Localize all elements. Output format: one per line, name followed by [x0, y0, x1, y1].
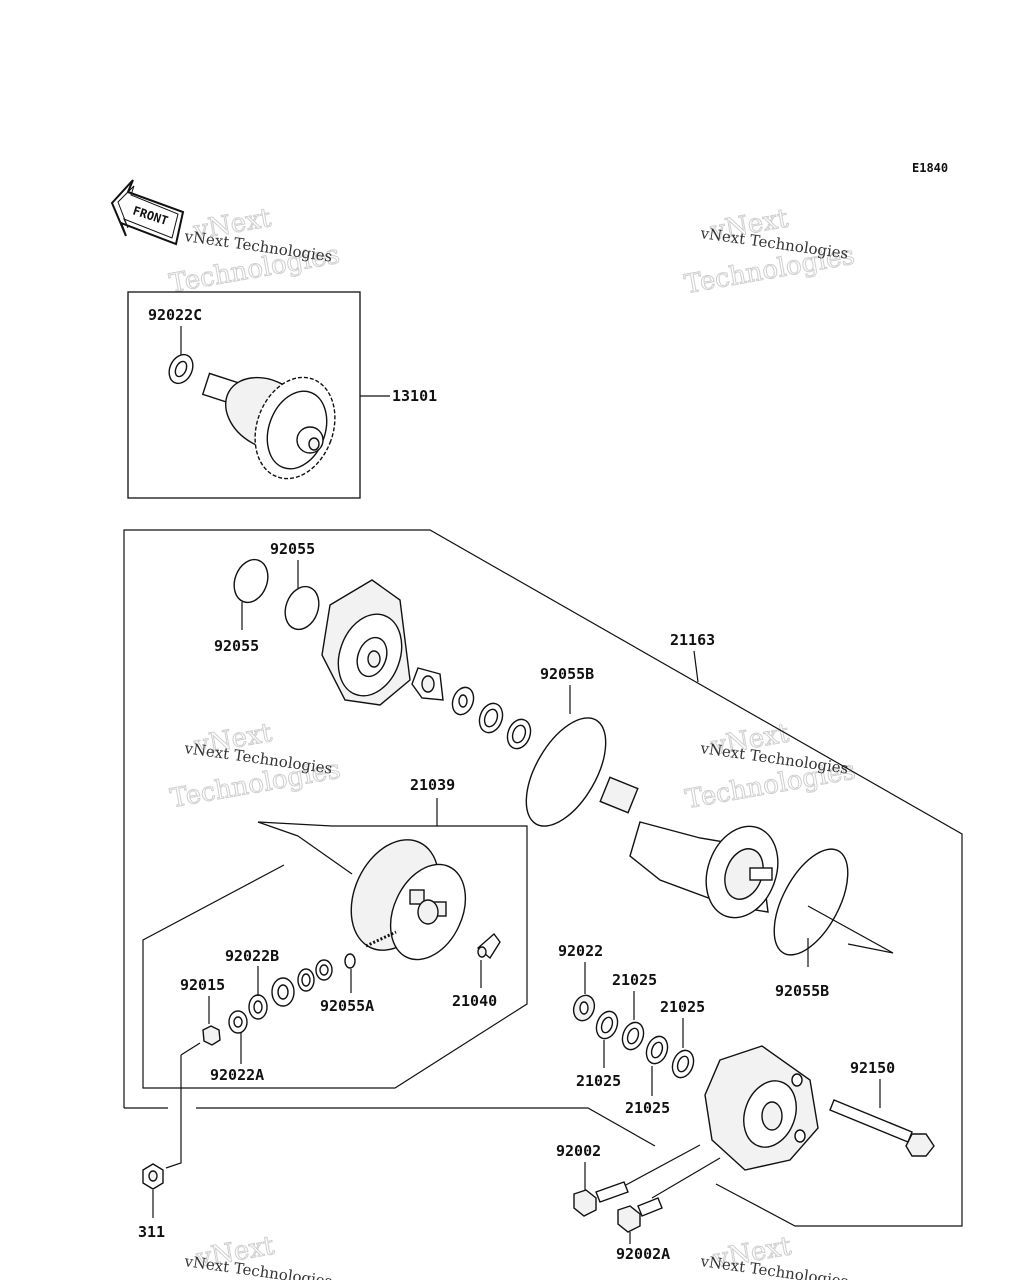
o-ring-92055-b [284, 585, 320, 631]
part-label-92002: 92002 [556, 1142, 601, 1160]
part-label-92055-top: 92055 [270, 540, 315, 558]
lock-plate [411, 667, 444, 701]
part-label-311: 311 [138, 1223, 165, 1241]
terminal-21040 [476, 932, 501, 960]
part-label-21163: 21163 [670, 631, 715, 649]
part-label-21040: 21040 [452, 992, 497, 1010]
washer-92022C [168, 353, 194, 385]
washer-92022-hole [579, 1001, 589, 1015]
rear-cover [704, 1045, 819, 1171]
shim-21025-hole [626, 1027, 640, 1045]
bolt-92002 [573, 1181, 629, 1217]
part-label-13101: 13101 [392, 387, 437, 405]
part-label-92055B-right: 92055B [775, 982, 829, 1000]
part-label-92022A: 92022A [210, 1066, 264, 1084]
part-label-92055B-top: 92055B [540, 665, 594, 683]
part-label-92150: 92150 [850, 1059, 895, 1077]
shim-hole [483, 708, 499, 728]
part-label-21025-c: 21025 [576, 1072, 621, 1090]
insulator-hole [277, 984, 289, 1000]
washer-92022A-hole [233, 1016, 243, 1028]
nut-311-hole [148, 1170, 158, 1182]
part-label-21039: 21039 [410, 776, 455, 794]
starter-clutch-gear [201, 372, 336, 480]
yoke-armature [599, 776, 779, 919]
washer-92022B-hole [253, 1000, 263, 1014]
front-cover [321, 579, 411, 706]
shim-21025-hole [650, 1041, 664, 1059]
o-ring-92055-a [233, 558, 269, 604]
part-label-92002A: 92002A [616, 1245, 670, 1263]
washer-hole [319, 964, 329, 976]
shim-21025-hole [600, 1016, 614, 1034]
part-label-92022B: 92022B [225, 947, 279, 965]
front-arrow-icon: FRONT [110, 179, 185, 246]
part-label-21025-b: 21025 [660, 998, 705, 1016]
brush-spring [365, 930, 397, 948]
nut-92015 [202, 1025, 221, 1046]
part-label-92055-left: 92055 [214, 637, 259, 655]
part-label-92022: 92022 [558, 942, 603, 960]
washer-hole [301, 973, 311, 987]
washer-hole [458, 694, 468, 708]
part-label-21025-a: 21025 [612, 971, 657, 989]
starter-clutch-box [127, 291, 361, 499]
shim-21025-hole [676, 1055, 690, 1073]
part-label-92015: 92015 [180, 976, 225, 994]
part-label-92055A: 92055A [320, 997, 374, 1015]
part-label-21025-d: 21025 [625, 1099, 670, 1117]
part-label-92022C: 92022C [148, 306, 202, 324]
brush-holder-plate [350, 839, 467, 961]
o-ring-92055B-top [525, 717, 607, 827]
through-bolt-92150 [829, 1099, 935, 1157]
bolt-92002A [617, 1197, 663, 1233]
diagram-code: E1840 [912, 161, 948, 175]
shim-hole [511, 724, 527, 744]
o-ring-92055A [344, 953, 356, 969]
o-ring-92055B-right [773, 848, 849, 956]
